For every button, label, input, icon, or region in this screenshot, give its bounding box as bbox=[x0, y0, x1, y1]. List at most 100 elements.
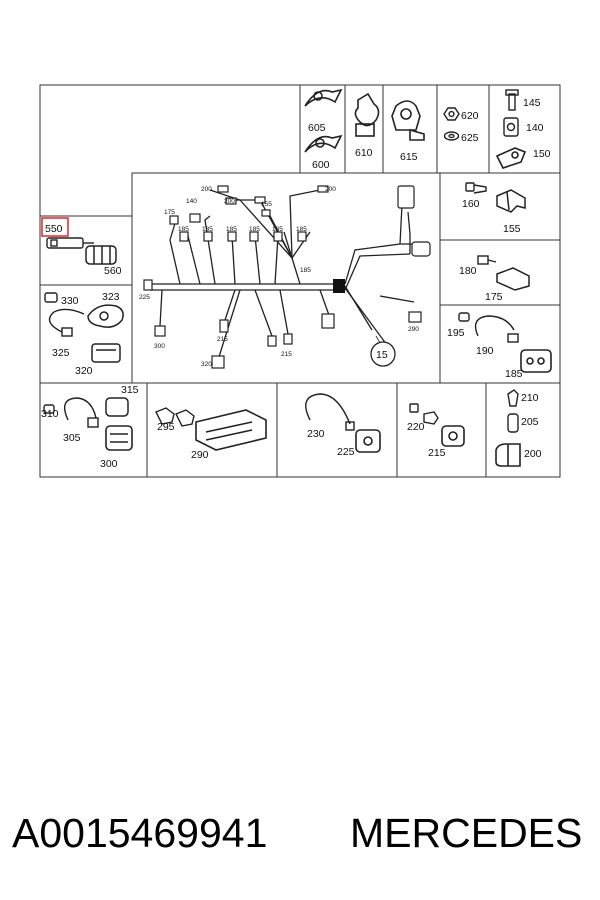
grommet-330-icon bbox=[44, 292, 58, 303]
label-150: 150 bbox=[533, 148, 551, 160]
terminal-220-icon bbox=[409, 403, 439, 425]
harness-labels: 200 200 140 200 155 175 185 185 185 185 … bbox=[139, 186, 419, 368]
label-290: 290 bbox=[191, 449, 209, 461]
wiring-harness-diagram: 605 600 610 615 620 625 145 140 150 bbox=[39, 84, 561, 478]
label-320: 320 bbox=[75, 365, 93, 377]
label-140: 140 bbox=[526, 122, 544, 134]
label-230: 230 bbox=[307, 428, 325, 440]
label-195: 195 bbox=[447, 327, 465, 339]
sensor-305-icon bbox=[64, 397, 99, 428]
harness-label-185b: 185 bbox=[202, 226, 213, 233]
harness-wires bbox=[150, 189, 420, 361]
cover-315-icon bbox=[105, 397, 129, 417]
harness-label-290: 290 bbox=[408, 326, 419, 333]
label-295: 295 bbox=[157, 421, 175, 433]
harness-label-175: 175 bbox=[164, 209, 175, 216]
terminal-175-icon bbox=[496, 267, 530, 291]
grommet-310-icon bbox=[43, 404, 55, 414]
label-175: 175 bbox=[485, 291, 503, 303]
label-620: 620 bbox=[461, 110, 479, 122]
plug-550-icon bbox=[46, 237, 94, 249]
terminal-140-icon bbox=[503, 117, 519, 137]
grommet-195-icon bbox=[458, 312, 470, 322]
clip-610-icon bbox=[354, 92, 380, 137]
label-190: 190 bbox=[476, 345, 494, 357]
cover-323-icon bbox=[87, 304, 124, 328]
harness-label-185c: 185 bbox=[226, 226, 237, 233]
label-305: 305 bbox=[63, 432, 81, 444]
connector-225-icon bbox=[355, 429, 381, 453]
harness-label-200c: 200 bbox=[224, 198, 235, 205]
washer-625-icon bbox=[443, 131, 460, 141]
label-160: 160 bbox=[462, 198, 480, 210]
diagram-frame bbox=[39, 84, 561, 478]
harness-label-185a: 185 bbox=[178, 226, 189, 233]
sensor-325-icon bbox=[48, 308, 85, 337]
boot-200-icon bbox=[495, 443, 521, 467]
clip-615-icon bbox=[391, 100, 425, 141]
label-210: 210 bbox=[521, 392, 539, 404]
bolt-145-icon bbox=[505, 89, 519, 111]
label-615: 615 bbox=[400, 151, 418, 163]
label-225: 225 bbox=[337, 446, 355, 458]
highlight-box-550 bbox=[41, 217, 69, 237]
harness-label-200a: 200 bbox=[201, 186, 212, 193]
harness-label-225: 225 bbox=[139, 294, 150, 301]
nut-620-icon bbox=[443, 107, 460, 121]
label-560: 560 bbox=[104, 265, 122, 277]
label-610: 610 bbox=[355, 147, 373, 159]
sensor-190-icon bbox=[474, 315, 519, 343]
harness-label-200b: 200 bbox=[325, 186, 336, 193]
label-325: 325 bbox=[52, 347, 70, 359]
harness-sleeve bbox=[333, 279, 345, 293]
connector-215-icon bbox=[441, 425, 465, 447]
label-180: 180 bbox=[459, 265, 477, 277]
callout-15-circle bbox=[370, 341, 396, 367]
footer-caption: A0015469941 MERCEDES bbox=[0, 798, 600, 868]
harness-label-320: 320 bbox=[201, 361, 212, 368]
connector-300-icon bbox=[105, 425, 133, 451]
label-323: 323 bbox=[102, 291, 120, 303]
terminal-295-icon bbox=[155, 407, 195, 427]
connector-560-icon bbox=[85, 245, 117, 265]
harness-label-185e: 185 bbox=[272, 226, 283, 233]
label-550: 550 bbox=[45, 223, 63, 235]
label-205: 205 bbox=[521, 416, 539, 428]
part-number: A0015469941 bbox=[12, 810, 268, 856]
harness-label-140: 140 bbox=[186, 198, 197, 205]
brand-name: MERCEDES bbox=[350, 810, 583, 856]
clip-600-icon bbox=[304, 134, 343, 153]
sensor-230-icon bbox=[305, 393, 355, 431]
connector-185-icon bbox=[520, 349, 552, 373]
label-155: 155 bbox=[503, 223, 521, 235]
label-605: 605 bbox=[308, 122, 326, 134]
pin-160-icon bbox=[465, 182, 487, 194]
label-625: 625 bbox=[461, 132, 479, 144]
label-200: 200 bbox=[524, 448, 542, 460]
label-310: 310 bbox=[41, 408, 59, 420]
connector-block-290-icon bbox=[195, 409, 267, 451]
connector-320-icon bbox=[91, 343, 121, 363]
clip-605-icon bbox=[304, 88, 343, 107]
harness-label-215b: 215 bbox=[281, 351, 292, 358]
harness-label-300: 300 bbox=[154, 343, 165, 350]
harness-label-185d: 185 bbox=[249, 226, 260, 233]
label-145: 145 bbox=[523, 97, 541, 109]
pin-180-icon bbox=[477, 255, 497, 265]
sleeve-205-icon bbox=[507, 413, 519, 433]
label-215: 215 bbox=[428, 447, 446, 459]
harness-label-185g: 185 bbox=[300, 267, 311, 274]
label-185: 185 bbox=[505, 368, 523, 380]
clip-210-icon bbox=[507, 389, 519, 407]
harness-connectors bbox=[143, 185, 431, 369]
label-220: 220 bbox=[407, 421, 425, 433]
label-330: 330 bbox=[61, 295, 79, 307]
terminal-150-icon bbox=[495, 147, 527, 169]
harness-label-215a: 215 bbox=[217, 336, 228, 343]
label-315: 315 bbox=[121, 384, 139, 396]
harness-label-185f: 185 bbox=[296, 226, 307, 233]
label-300: 300 bbox=[100, 458, 118, 470]
harness-label-155: 155 bbox=[261, 201, 272, 208]
callout-15-text: 15 bbox=[376, 349, 388, 361]
label-600: 600 bbox=[312, 159, 330, 171]
